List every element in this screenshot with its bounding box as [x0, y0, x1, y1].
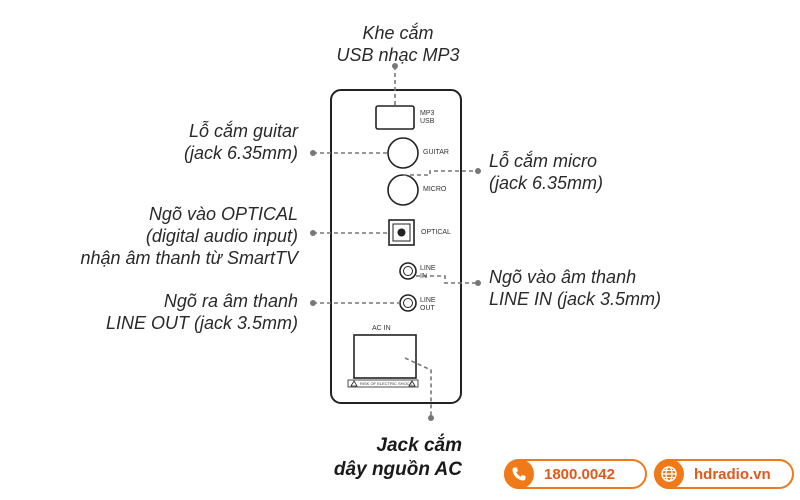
panel-line-in-label: LINE IN — [420, 265, 436, 281]
globe-icon — [654, 459, 684, 489]
panel-line-out-label: LINE OUT — [420, 297, 436, 313]
website-badge[interactable]: hdradio.vn — [654, 459, 794, 489]
line-out-jack-inner — [403, 298, 413, 308]
panel-line-in-line1: LINE — [420, 265, 436, 272]
panel-usb-text: USB — [420, 118, 435, 125]
leader-micro — [403, 170, 478, 176]
warning-triangle-icon-right — [408, 380, 416, 387]
warning-strip — [347, 379, 419, 388]
leader-ac — [404, 357, 432, 418]
label-line-in-line1: Ngõ vào âm thanh — [489, 267, 637, 287]
optical-port-lens — [397, 228, 406, 237]
line-in-jack-inner — [403, 266, 413, 276]
guitar-jack — [387, 137, 419, 169]
phone-icon — [504, 459, 534, 489]
leader-dot-line-out — [310, 300, 316, 306]
label-guitar: Lỗ cắm guitar (jack 6.35mm) — [184, 120, 298, 164]
warning-triangle-icon — [350, 380, 358, 387]
phone-number[interactable]: 1800.0042 — [544, 465, 615, 483]
panel-line-in-line2: IN — [420, 273, 427, 280]
label-optical-line2: (digital audio input) — [145, 226, 298, 246]
label-line-in-line2: LINE IN (jack 3.5mm) — [489, 289, 662, 309]
micro-jack — [387, 174, 419, 206]
ac-socket — [353, 334, 417, 379]
device-back-panel — [330, 89, 462, 404]
leader-dot-usb — [392, 63, 398, 69]
panel-line-out-line1: LINE — [420, 297, 436, 304]
label-ac-line1: Jack cắm — [376, 435, 462, 456]
label-line-out-line1: Ngõ ra âm thanh — [163, 291, 298, 311]
label-micro: Lỗ cắm micro (jack 6.35mm) — [489, 150, 603, 194]
label-line-out: Ngõ ra âm thanh LINE OUT (jack 3.5mm) — [106, 290, 298, 334]
panel-line-out-line2: OUT — [420, 305, 435, 312]
panel-mp3-usb-label: MP3 USB — [420, 110, 434, 126]
label-guitar-line2: (jack 6.35mm) — [183, 143, 298, 163]
leader-dot-line-in — [475, 280, 481, 286]
label-guitar-line1: Lỗ cắm guitar — [188, 121, 298, 141]
label-usb-line2: USB nhạc MP3 — [336, 45, 460, 65]
panel-warning-text: RISK OF ELECTRIC SHOCK — [360, 381, 413, 386]
leader-dot-guitar — [310, 150, 316, 156]
label-usb: Khe cắm USB nhạc MP3 — [318, 22, 478, 66]
leader-dot-optical — [310, 230, 316, 236]
panel-ac-in-label: AC IN — [372, 325, 391, 332]
panel-optical-label: OPTICAL — [421, 229, 451, 236]
label-optical-line1: Ngõ vào OPTICAL — [148, 204, 298, 224]
phone-badge[interactable]: 1800.0042 — [504, 459, 647, 489]
panel-mp3-text: MP3 — [420, 110, 435, 117]
usb-slot — [375, 105, 415, 130]
label-micro-line2: (jack 6.35mm) — [489, 173, 604, 193]
leader-dot-micro — [475, 168, 481, 174]
website-url[interactable]: hdradio.vn — [694, 465, 771, 483]
label-line-out-line2: LINE OUT (jack 3.5mm) — [105, 313, 298, 333]
label-optical: Ngõ vào OPTICAL (digital audio input) nh… — [80, 203, 298, 269]
label-usb-line1: Khe cắm — [362, 23, 434, 43]
panel-micro-label: MICRO — [423, 186, 447, 193]
leader-line-in — [416, 275, 478, 284]
label-micro-line1: Lỗ cắm micro — [489, 151, 598, 171]
label-optical-line3: nhận âm thanh từ SmartTV — [80, 248, 298, 268]
leader-dot-ac — [428, 415, 434, 421]
label-line-in: Ngõ vào âm thanh LINE IN (jack 3.5mm) — [489, 266, 661, 310]
label-ac-line2: dây nguồn AC — [333, 459, 462, 480]
label-ac: Jack cắm dây nguồn AC — [334, 434, 462, 482]
panel-guitar-label: GUITAR — [423, 149, 449, 156]
